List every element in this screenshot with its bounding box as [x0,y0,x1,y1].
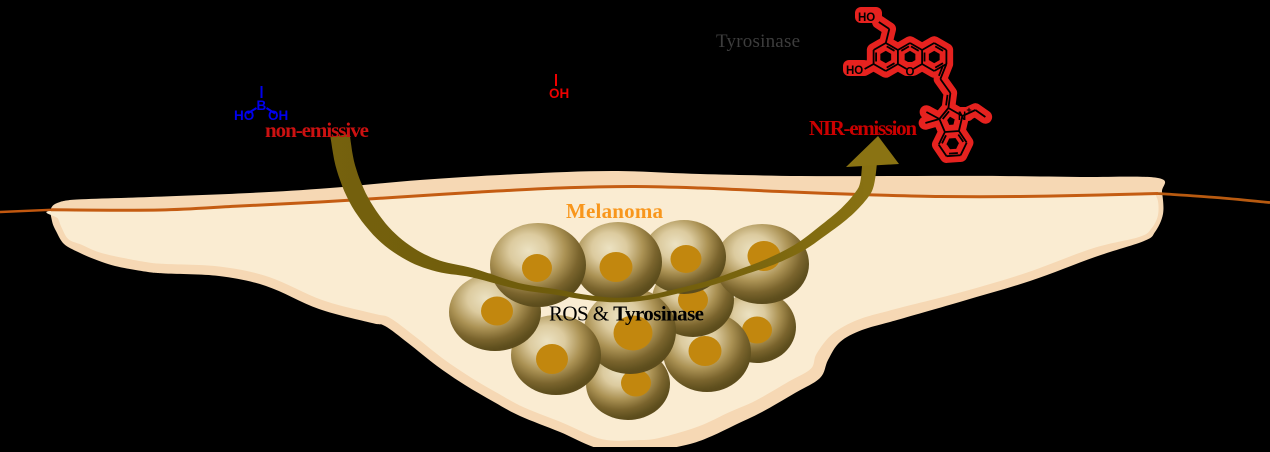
svg-text:B: B [257,98,267,113]
svg-text:+: + [966,105,971,115]
svg-text:Melanoma: Melanoma [566,199,664,223]
svg-text:HO: HO [234,108,254,123]
svg-text:NIR-emission: NIR-emission [809,116,917,140]
svg-text:Tyrosinase: Tyrosinase [716,31,800,52]
svg-text:ROS & Tyrosinase: ROS & Tyrosinase [549,302,704,326]
svg-text:N: N [958,111,966,123]
svg-text:O: O [906,67,915,79]
svg-text:OH: OH [268,108,288,123]
svg-text:HO: HO [858,12,875,24]
svg-text:non-emissive: non-emissive [265,118,369,142]
svg-text:OH: OH [549,86,569,101]
svg-text:HO: HO [846,65,863,77]
